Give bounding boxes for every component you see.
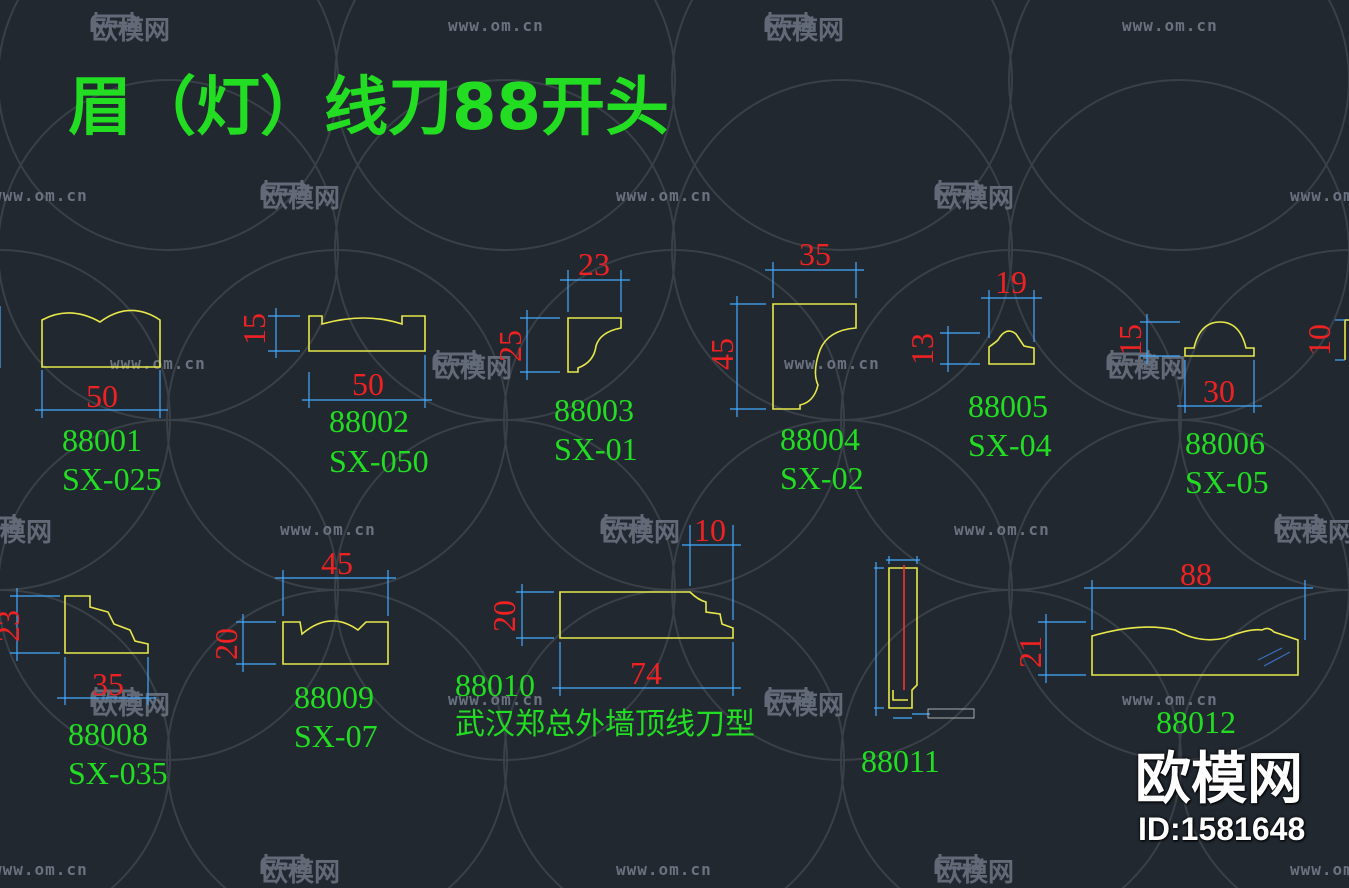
profile-model-88008: SX-035 bbox=[68, 755, 168, 791]
dim-88005-width: 19 bbox=[995, 264, 1027, 300]
watermark-brand: 欧模网 bbox=[430, 348, 512, 385]
profile-code-88006: 88006 bbox=[1185, 425, 1265, 461]
profile-model-88001: SX-025 bbox=[62, 461, 162, 497]
watermark-url: www.om.cn bbox=[448, 16, 544, 35]
brand-id: ID:1581648 bbox=[1138, 811, 1306, 847]
watermark-url: www.om.cn bbox=[280, 520, 376, 539]
profile-88010-outline bbox=[559, 591, 734, 639]
watermark-url: www.om.cn bbox=[1122, 16, 1218, 35]
watermark-brand: 欧模网 bbox=[1272, 512, 1349, 549]
profile-code-88010: 88010 bbox=[455, 667, 535, 703]
dim-88006-width: 30 bbox=[1203, 373, 1235, 409]
profile-model-88002: SX-050 bbox=[329, 443, 429, 479]
dim-88010-step: 10 bbox=[694, 512, 726, 548]
profile-88007-outline bbox=[1344, 319, 1349, 360]
dim-88010-width: 74 bbox=[630, 655, 662, 691]
dim-88006-height: 15 bbox=[1112, 324, 1148, 356]
watermark-brand: 欧模网 bbox=[0, 512, 52, 549]
dim-88012-height: 21 bbox=[1012, 636, 1048, 668]
profile-88001-outline bbox=[41, 309, 161, 368]
watermark-url: www.om.cn bbox=[0, 186, 88, 205]
watermark-brand-text: 欧模网 bbox=[602, 518, 681, 548]
dim-88012-width: 88 bbox=[1180, 556, 1212, 592]
watermark-brand: 欧模网 bbox=[932, 178, 1014, 215]
watermark-url: www.om.cn bbox=[784, 354, 880, 373]
watermark-brand-text: 欧模网 bbox=[262, 858, 341, 888]
dim-88008-width: 35 bbox=[92, 666, 124, 702]
watermark-brand: 欧模网 bbox=[258, 178, 340, 215]
watermark-brand-text: 欧模网 bbox=[936, 184, 1015, 214]
profile-code-88009: 88009 bbox=[294, 679, 374, 715]
profile-code-88011: 88011 bbox=[861, 743, 940, 779]
profile-88009-outline bbox=[282, 620, 389, 665]
watermark-brand: 欧模网 bbox=[762, 10, 844, 47]
watermark-url: www.om.cn bbox=[954, 520, 1050, 539]
watermark-url: www.om.cn bbox=[1122, 690, 1218, 709]
watermark-brand-text: 欧模网 bbox=[766, 16, 845, 46]
watermark-brand: 欧模网 bbox=[88, 685, 170, 722]
page-title: 眉（灯）线刀88开头 bbox=[68, 71, 670, 145]
profile-code-88004: 88004 bbox=[780, 421, 860, 457]
dim-88001-width: 50 bbox=[86, 378, 118, 414]
dim-88005-height: 13 bbox=[904, 333, 940, 365]
watermark-url: www.om.cn bbox=[448, 690, 544, 709]
profile-note-88010: 武汉郑总外墙顶线刀型 bbox=[455, 707, 755, 742]
watermark-brand-text: 欧模网 bbox=[434, 354, 513, 384]
dim-88002-height: 15 bbox=[236, 313, 272, 345]
watermark-url: www.om.cn bbox=[616, 186, 712, 205]
profile-88006-outline bbox=[1184, 321, 1255, 357]
profile-model-88006: SX-05 bbox=[1185, 464, 1269, 500]
dim-88009-width: 45 bbox=[321, 545, 353, 581]
profile-88008-outline bbox=[64, 595, 149, 654]
watermark-url: www.om.cn bbox=[110, 354, 206, 373]
dim-88003-height: 25 bbox=[492, 330, 528, 362]
profile-model-88005: SX-04 bbox=[968, 427, 1052, 463]
dim-88002-width: 50 bbox=[352, 366, 384, 402]
dim-88007-height: 10 bbox=[1301, 324, 1337, 356]
dim-88010-height: 20 bbox=[486, 600, 522, 632]
profile-88004-outline bbox=[772, 303, 857, 410]
watermark-brand: 欧模网 bbox=[762, 685, 844, 722]
dim-88004-height: 45 bbox=[704, 338, 740, 370]
watermark-url: www.om.cn bbox=[0, 860, 88, 879]
profile-code-88005: 88005 bbox=[968, 388, 1048, 424]
profile-88011-outline bbox=[888, 567, 918, 709]
watermark-brand: 欧模网 bbox=[598, 512, 680, 549]
watermark-url: www.om.cn bbox=[1290, 860, 1349, 879]
profile-88011-inner bbox=[892, 690, 908, 701]
watermark-brand-text: 欧模网 bbox=[0, 518, 53, 548]
profile-code-88001: 88001 bbox=[62, 422, 142, 458]
profile-88012-outline bbox=[1091, 626, 1299, 676]
profile-code-88012: 88012 bbox=[1156, 704, 1236, 740]
watermark-brand: 欧模网 bbox=[258, 852, 340, 888]
watermark-brand-text: 欧模网 bbox=[92, 16, 171, 46]
dim-88009-height: 20 bbox=[208, 628, 244, 660]
profile-model-88009: SX-07 bbox=[294, 718, 378, 754]
profile-model-88004: SX-02 bbox=[780, 460, 864, 496]
dim-88004-width: 35 bbox=[799, 236, 831, 272]
dim-88008-height: 23 bbox=[0, 610, 26, 642]
watermark-brand: 欧模网 bbox=[88, 10, 170, 47]
profile-code-88003: 88003 bbox=[554, 392, 634, 428]
brand-logo: 欧模网 bbox=[1135, 747, 1303, 812]
watermark-url: www.om.cn bbox=[616, 860, 712, 879]
profile-88002-outline bbox=[308, 315, 426, 352]
profile-88005-outline bbox=[988, 330, 1035, 365]
watermark-brand-text: 欧模网 bbox=[1276, 518, 1349, 548]
profile-model-88003: SX-01 bbox=[554, 431, 638, 467]
profile-88003-outline bbox=[567, 317, 622, 373]
watermark-brand-text: 欧模网 bbox=[92, 691, 171, 721]
watermark-brand-text: 欧模网 bbox=[766, 691, 845, 721]
profile-code-88008: 88008 bbox=[68, 716, 148, 752]
watermark-brand: 欧模网 bbox=[932, 852, 1014, 888]
watermark-brand-text: 欧模网 bbox=[262, 184, 341, 214]
profile-code-88002: 88002 bbox=[329, 403, 409, 439]
watermark-brand-text: 欧模网 bbox=[936, 858, 1015, 888]
watermark-url: www.om.cn bbox=[1290, 186, 1349, 205]
dim-88003-width: 23 bbox=[578, 246, 610, 282]
